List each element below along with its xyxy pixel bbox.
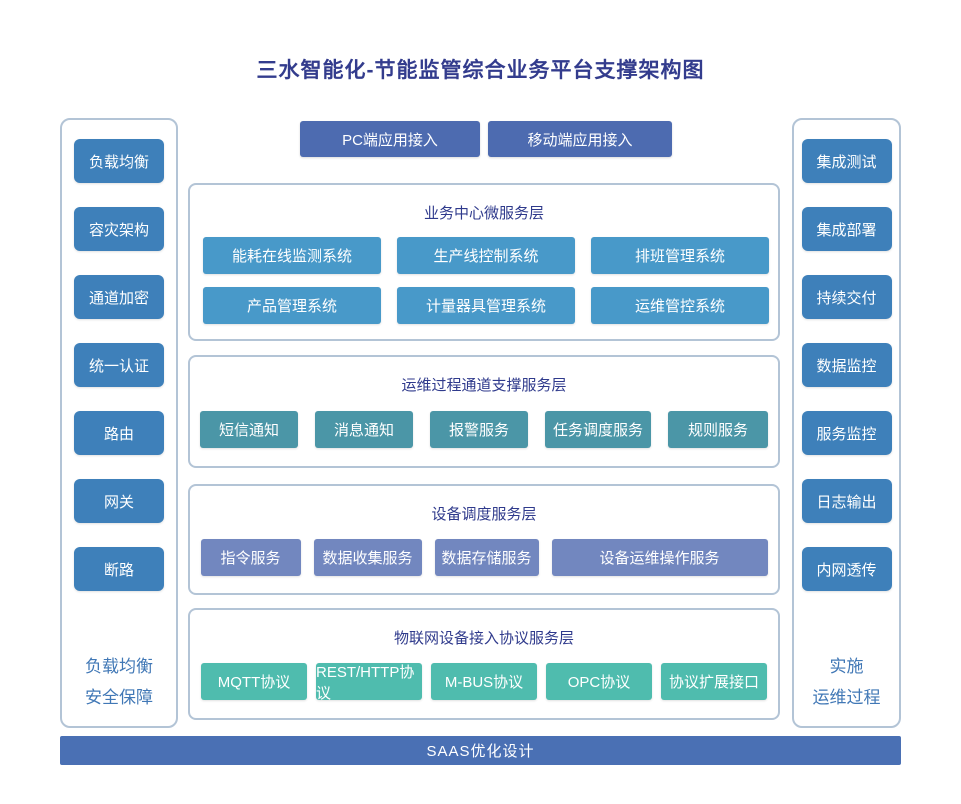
right-panel-caption-line1: 实施: [829, 657, 864, 676]
layer-title: 运维过程通道支撑服务层: [401, 377, 567, 394]
protocol-node: 协议扩展接口: [661, 663, 767, 700]
left-panel-caption-line2: 安全保障: [85, 688, 153, 707]
left-panel-node: 统一认证: [74, 343, 164, 387]
left-panel-node: 通道加密: [74, 275, 164, 319]
right-panel-node: 持续交付: [801, 275, 892, 319]
service-node: 运维管控系统: [591, 287, 769, 324]
service-node: 消息通知: [315, 411, 413, 448]
layer-node-grid: 能耗在线监测系统 生产线控制系统 排班管理系统 产品管理系统 计量器具管理系统 …: [190, 237, 782, 324]
page-title: 三水智能化-节能监管综合业务平台支撑架构图: [256, 59, 705, 82]
left-panel-node: 断路: [74, 547, 164, 591]
layer-node-row: MQTT协议 REST/HTTP协议 M-BUS协议 OPC协议 协议扩展接口: [190, 663, 778, 702]
left-panel-node: 负载均衡: [74, 139, 164, 183]
layer-node-row: 指令服务 数据收集服务 数据存储服务 设备运维操作服务: [190, 539, 778, 576]
service-node: 计量器具管理系统: [397, 287, 575, 324]
left-panel-node: 网关: [74, 479, 164, 523]
layer-title: 设备调度服务层: [431, 506, 537, 523]
right-panel-caption-line2: 运维过程: [812, 688, 881, 707]
right-panel-node: 日志输出: [801, 479, 892, 523]
pc-access-node: PC端应用接入: [300, 121, 480, 157]
service-node: 排班管理系统: [591, 237, 769, 274]
service-node: 设备运维操作服务: [551, 539, 768, 576]
right-panel-caption: 实施 运维过程: [813, 651, 881, 713]
right-panel-node: 数据监控: [801, 343, 892, 387]
layer-node-row: 短信通知 消息通知 报警服务 任务调度服务 规则服务: [190, 411, 778, 448]
service-node: 能耗在线监测系统: [203, 237, 381, 274]
protocol-node: MQTT协议: [201, 663, 307, 700]
right-panel-node: 集成测试: [801, 139, 892, 183]
layer-device-dispatch: 设备调度服务层 指令服务 数据收集服务 数据存储服务 设备运维操作服务: [188, 484, 780, 595]
protocol-node: M-BUS协议: [431, 663, 537, 700]
service-node: 报警服务: [430, 411, 528, 448]
layer-ops-channel-support: 运维过程通道支撑服务层 短信通知 消息通知 报警服务 任务调度服务 规则服务: [188, 355, 780, 468]
service-node: 任务调度服务: [545, 411, 651, 448]
service-node: 产品管理系统: [203, 287, 381, 324]
service-node: 短信通知: [200, 411, 298, 448]
layer-title: 业务中心微服务层: [423, 205, 544, 222]
protocol-node: OPC协议: [546, 663, 652, 700]
layer-title: 物联网设备接入协议服务层: [393, 630, 574, 647]
service-node: 数据存储服务: [434, 539, 539, 576]
protocol-node: REST/HTTP协议: [316, 663, 422, 702]
layer-iot-protocols: 物联网设备接入协议服务层 MQTT协议 REST/HTTP协议 M-BUS协议 …: [188, 608, 780, 720]
application-access-row: PC端应用接入 移动端应用接入: [300, 121, 672, 157]
service-node: 指令服务: [200, 539, 301, 576]
left-panel-caption-line1: 负载均衡: [85, 657, 153, 676]
service-node: 生产线控制系统: [397, 237, 575, 274]
left-panel: 负载均衡 容灾架构 通道加密 统一认证 路由 网关 断路 负载均衡 安全保障: [60, 118, 178, 728]
layer-business-microservices: 业务中心微服务层 能耗在线监测系统 生产线控制系统 排班管理系统 产品管理系统 …: [188, 183, 780, 341]
left-panel-node: 路由: [74, 411, 164, 455]
left-panel-caption: 负载均衡 安全保障: [85, 651, 153, 713]
right-panel-node: 集成部署: [801, 207, 892, 251]
right-panel-node: 服务监控: [801, 411, 892, 455]
service-node: 数据收集服务: [313, 539, 422, 576]
service-node: 规则服务: [668, 411, 768, 448]
right-panel-node: 内网透传: [801, 547, 892, 591]
mobile-access-node: 移动端应用接入: [488, 121, 672, 157]
right-panel: 集成测试 集成部署 持续交付 数据监控 服务监控 日志输出 内网透传 实施 运维…: [792, 118, 901, 728]
left-panel-node: 容灾架构: [74, 207, 164, 251]
saas-optimization-bar: SAAS优化设计: [60, 736, 901, 765]
